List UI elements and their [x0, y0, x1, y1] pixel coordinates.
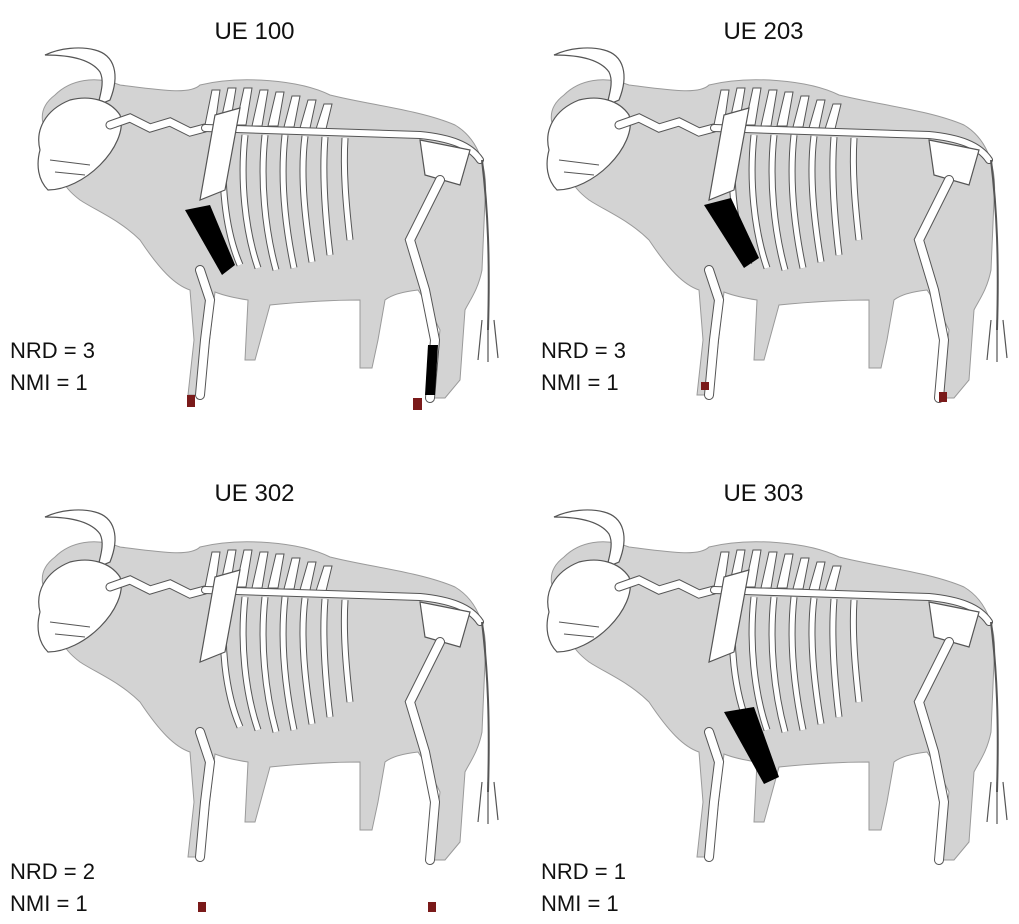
- panel-title: UE 303: [509, 480, 1018, 508]
- panel-title: UE 100: [0, 18, 509, 46]
- nmi-value: NMI = 1: [541, 367, 626, 399]
- nrd-value: NRD = 1: [541, 856, 626, 888]
- panel-ue-302: UE 302 NRD = 2 NMI = 1: [0, 462, 509, 924]
- stats-block: NRD = 1 NMI = 1: [541, 856, 626, 920]
- panel-title: UE 302: [0, 480, 509, 508]
- panel-ue-203: UE 203 NRD = 3 NMI = 1: [509, 0, 1018, 462]
- hind-phalanx-highlight: [428, 902, 436, 912]
- stats-block: NRD = 3 NMI = 1: [541, 335, 626, 399]
- front-phalanx-highlight: [701, 382, 709, 390]
- stats-block: NRD = 2 NMI = 1: [10, 856, 95, 920]
- nrd-value: NRD = 3: [10, 335, 95, 367]
- panel-ue-100: UE 100 NRD = 3 NMI = 1: [0, 0, 509, 462]
- front-phalanx-highlight: [198, 902, 206, 912]
- nrd-value: NRD = 2: [10, 856, 95, 888]
- hind-phalanx-highlight: [413, 398, 422, 410]
- front-phalanx-highlight: [187, 395, 195, 407]
- hind-phalanx-highlight: [939, 392, 947, 402]
- nmi-value: NMI = 1: [10, 888, 95, 920]
- nrd-value: NRD = 3: [541, 335, 626, 367]
- nmi-value: NMI = 1: [541, 888, 626, 920]
- skeleton-diagram: [509, 462, 1018, 924]
- panel-ue-303: UE 303 NRD = 1 NMI = 1: [509, 462, 1018, 924]
- skeleton-diagram: [0, 462, 509, 924]
- stats-block: NRD = 3 NMI = 1: [10, 335, 95, 399]
- nmi-value: NMI = 1: [10, 367, 95, 399]
- panel-title: UE 203: [509, 18, 1018, 46]
